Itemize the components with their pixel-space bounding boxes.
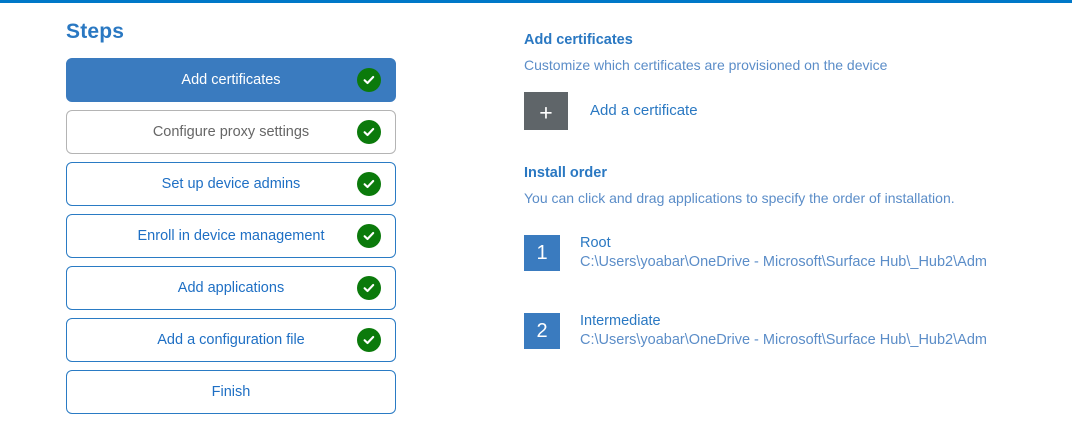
plus-glyph: + — [539, 99, 553, 126]
step-label: Set up device admins — [161, 176, 301, 192]
step-button-set-up-device-admins[interactable]: Set up device admins — [66, 162, 396, 206]
step-button-add-a-configuration-file[interactable]: Add a configuration file — [66, 318, 396, 362]
step-button-configure-proxy-settings[interactable]: Configure proxy settings — [66, 110, 396, 154]
install-order-subheading: You can click and drag applications to s… — [524, 190, 955, 206]
order-item-name: Intermediate — [580, 313, 661, 329]
check-circle-icon — [357, 276, 381, 300]
detail-heading: Add certificates — [524, 32, 633, 48]
steps-panel: Steps Add certificates Configure proxy s… — [66, 20, 398, 422]
step-button-add-certificates[interactable]: Add certificates — [66, 58, 396, 102]
top-accent-rule — [0, 0, 1072, 3]
order-item-name: Root — [580, 235, 611, 251]
step-label: Enroll in device management — [137, 228, 325, 244]
check-circle-icon — [357, 224, 381, 248]
page-root: Steps Add certificates Configure proxy s… — [0, 3, 1072, 443]
order-item-text: Intermediate C:\Users\yoabar\OneDrive - … — [580, 312, 1005, 350]
order-item-path: C:\Users\yoabar\OneDrive - Microsoft\Sur… — [580, 332, 987, 348]
order-number-badge: 1 — [524, 235, 560, 271]
order-number-badge: 2 — [524, 313, 560, 349]
plus-icon: + — [524, 92, 568, 130]
order-item-path: C:\Users\yoabar\OneDrive - Microsoft\Sur… — [580, 254, 987, 270]
install-order-list: 1 Root C:\Users\yoabar\OneDrive - Micros… — [524, 234, 1044, 350]
install-order-section: Install order You can click and drag app… — [524, 164, 1044, 350]
check-circle-icon — [357, 68, 381, 92]
steps-title: Steps — [66, 20, 125, 43]
check-circle-icon — [357, 328, 381, 352]
step-label: Configure proxy settings — [152, 124, 310, 140]
add-certificate-label: Add a certificate — [590, 102, 698, 119]
order-item-text: Root C:\Users\yoabar\OneDrive - Microsof… — [580, 234, 1005, 272]
step-label: Add applications — [177, 280, 285, 296]
check-circle-icon — [357, 172, 381, 196]
check-circle-icon — [357, 120, 381, 144]
detail-subheading: Customize which certificates are provisi… — [524, 57, 888, 73]
detail-panel: Add certificates Customize which certifi… — [524, 31, 1044, 390]
step-label: Add a configuration file — [157, 332, 305, 348]
step-label: Finish — [211, 384, 251, 400]
add-certificate-button[interactable]: + Add a certificate — [524, 92, 774, 130]
step-button-enroll-in-device-management[interactable]: Enroll in device management — [66, 214, 396, 258]
step-button-add-applications[interactable]: Add applications — [66, 266, 396, 310]
step-button-finish[interactable]: Finish — [66, 370, 396, 414]
step-label: Add certificates — [181, 72, 281, 88]
install-order-heading: Install order — [524, 165, 607, 181]
list-item[interactable]: 2 Intermediate C:\Users\yoabar\OneDrive … — [524, 312, 1024, 350]
list-item[interactable]: 1 Root C:\Users\yoabar\OneDrive - Micros… — [524, 234, 1024, 272]
